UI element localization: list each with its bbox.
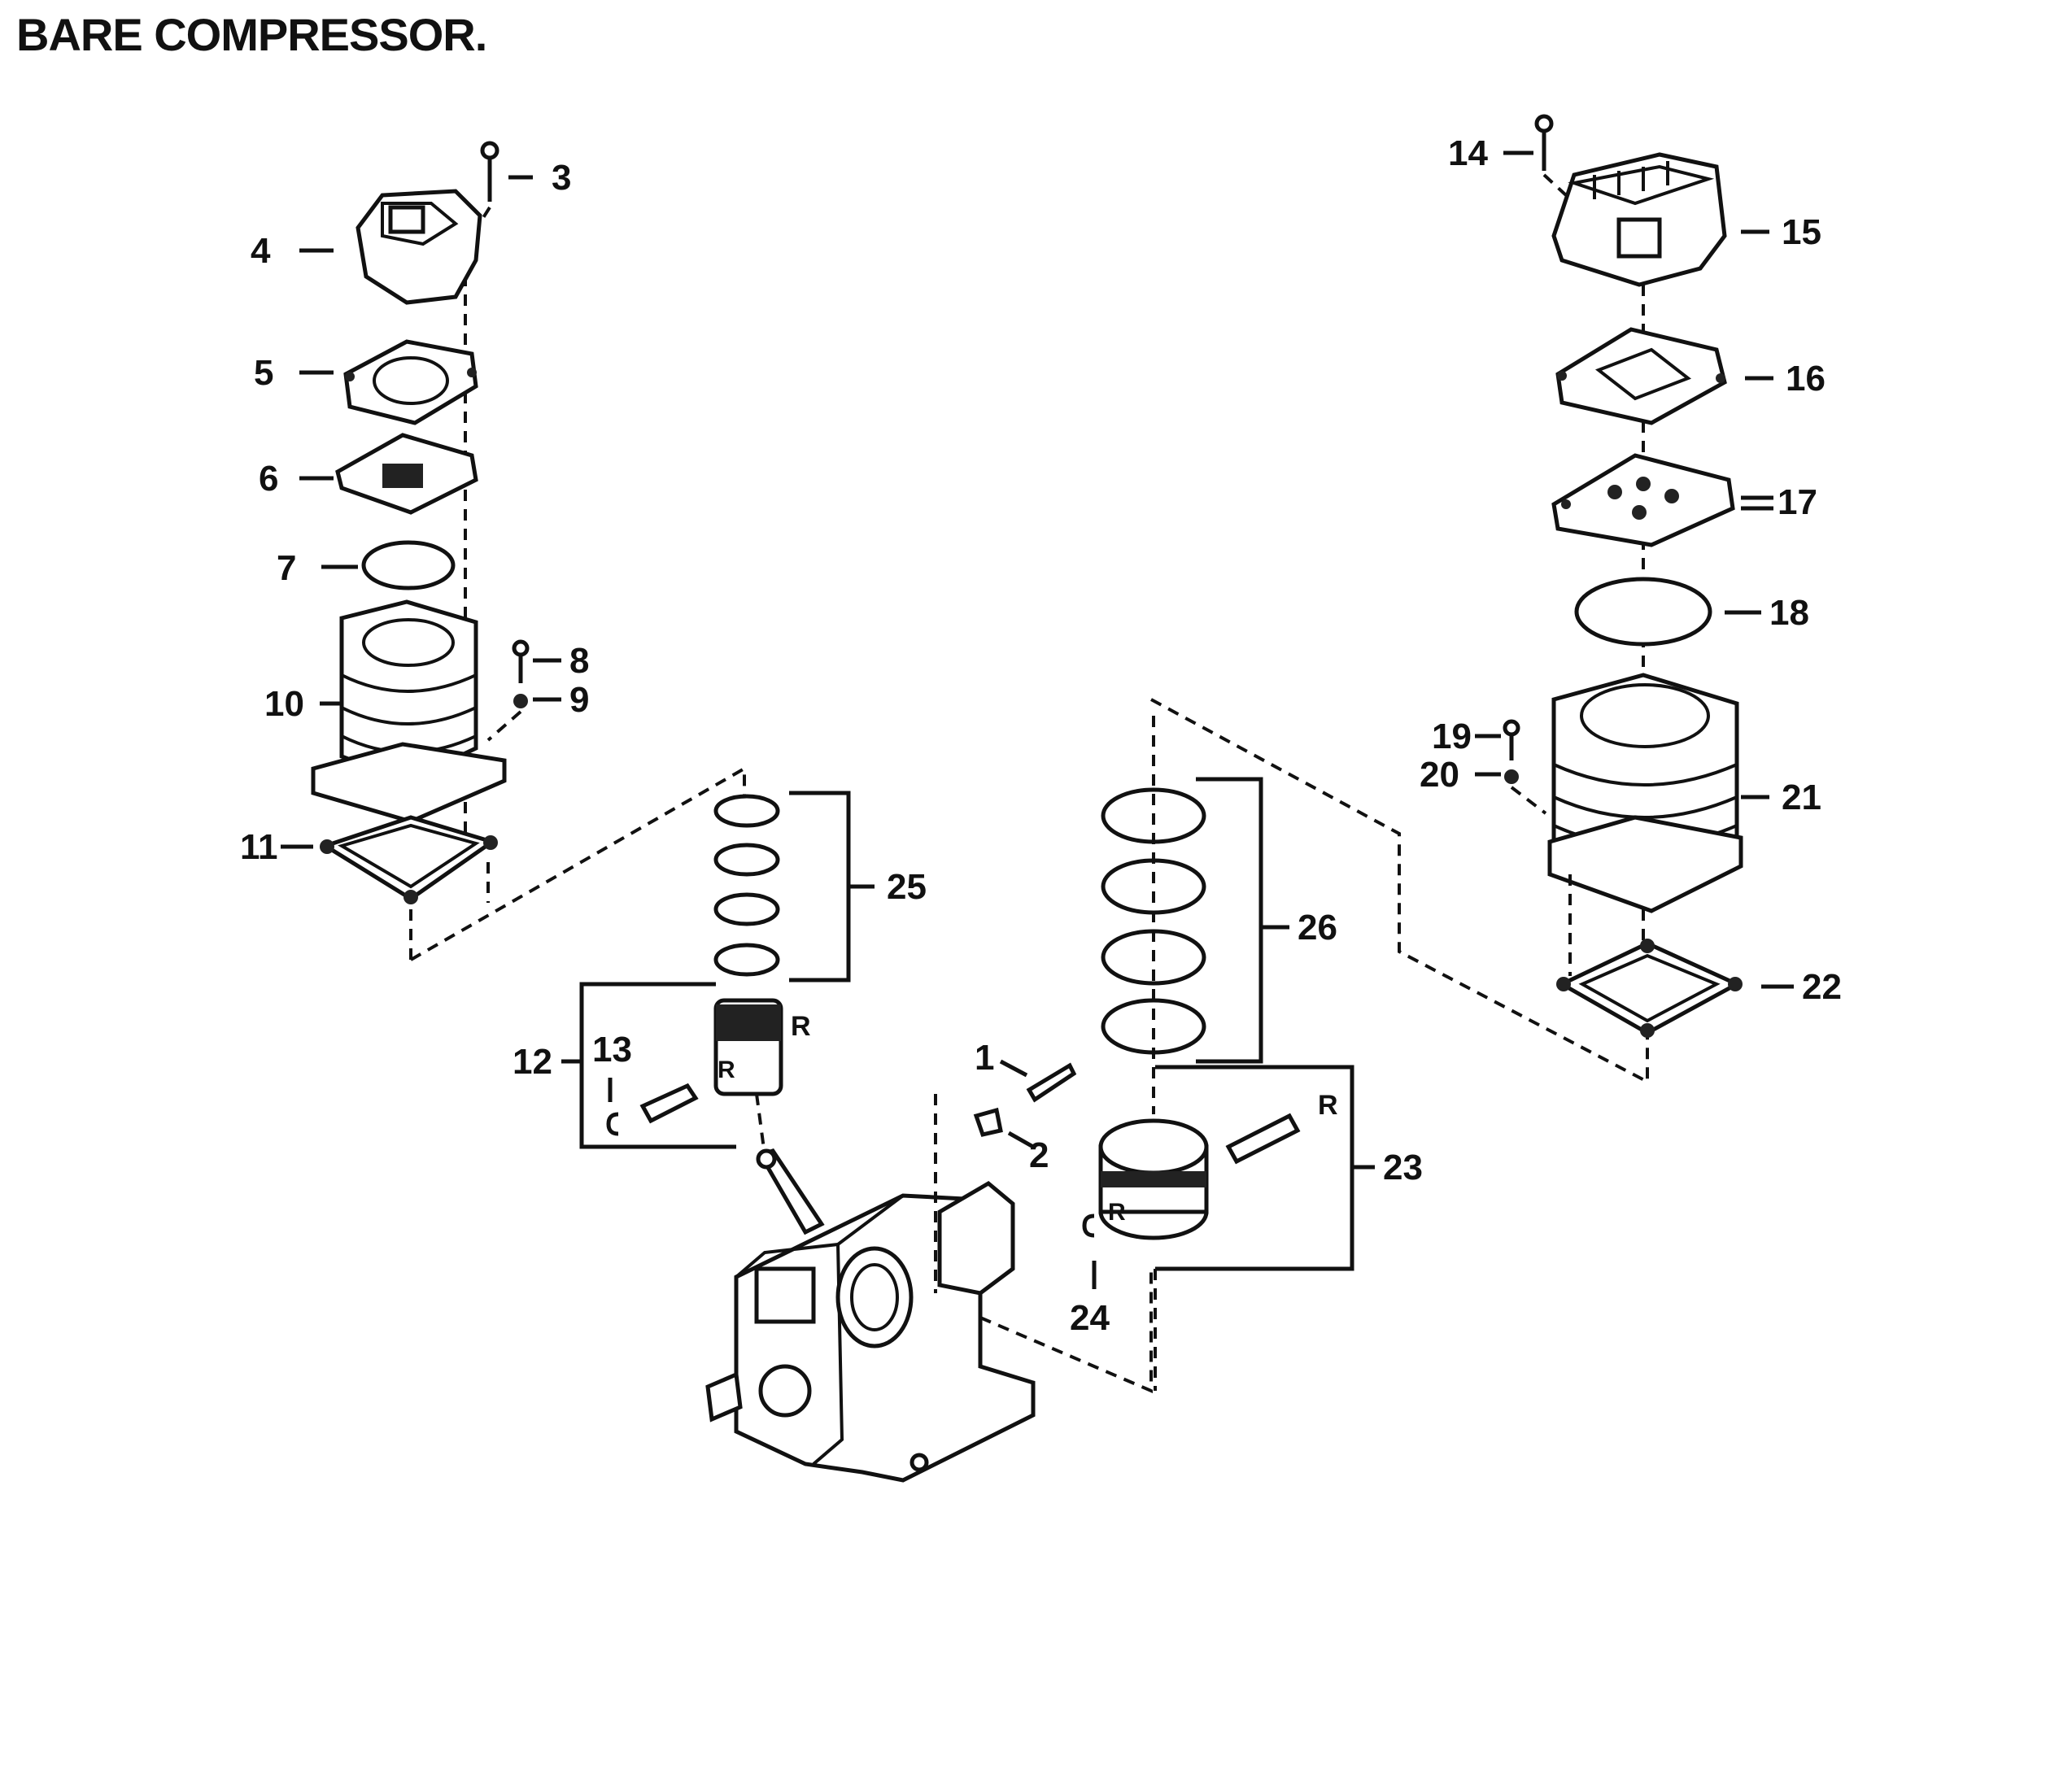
cylinder-part-10 — [311, 599, 507, 824]
piston-ring-set-part-25 — [713, 791, 875, 982]
callout-26: 26 — [1298, 908, 1337, 948]
mark-r-left-ring: R — [718, 1057, 735, 1083]
diagram-title: BARE COMPRESSOR. — [16, 9, 487, 60]
callout-25: 25 — [887, 867, 927, 907]
connecting-rod — [756, 1148, 825, 1235]
callout-20: 20 — [1420, 755, 1459, 795]
valve-plate-part-17 — [1551, 453, 1735, 547]
callout-labels: 1 2 3 4 5 6 7 8 9 10 11 12 13 14 15 16 1… — [240, 133, 1842, 1338]
callout-8: 8 — [569, 641, 589, 681]
piston-assembly-part-12 — [561, 982, 783, 1156]
callout-6: 6 — [259, 459, 278, 499]
fitting-part-2 — [973, 1107, 1035, 1149]
mark-r-right-piston: R — [1108, 1199, 1126, 1226]
callout-5: 5 — [254, 353, 273, 393]
screw-part-14 — [1534, 114, 1554, 171]
callout-13: 13 — [592, 1030, 632, 1070]
cylinder-part-21 — [1547, 673, 1743, 913]
right-cylinder-assembly — [1475, 114, 1794, 1038]
callout-11: 11 — [240, 827, 278, 867]
base-gasket-part-11 — [320, 815, 498, 904]
callout-3: 3 — [552, 158, 571, 198]
screw-part-8 — [512, 639, 530, 683]
callout-9: 9 — [569, 680, 589, 720]
crankcase — [705, 1180, 1036, 1483]
right-assembly-boundary — [1150, 698, 1649, 1085]
callout-14: 14 — [1448, 133, 1488, 173]
callout-4: 4 — [251, 231, 271, 271]
piston-assembly-part-23 — [1082, 716, 1375, 1391]
callout-12: 12 — [513, 1042, 552, 1082]
callout-1: 1 — [975, 1038, 994, 1078]
cylinder-gasket-part-18 — [1574, 577, 1712, 647]
screw-part-19 — [1503, 719, 1520, 760]
cylinder-head-part-15 — [1551, 152, 1727, 287]
callout-23: 23 — [1383, 1148, 1423, 1187]
crank-dashed-path — [934, 1094, 1153, 1394]
washer-part-9 — [513, 694, 528, 708]
bolt-part-1 — [999, 1059, 1077, 1103]
callout-18: 18 — [1769, 593, 1809, 633]
valve-plate-gasket-part-5 — [343, 339, 478, 425]
callout-10: 10 — [264, 684, 304, 724]
left-cylinder-assembly — [281, 141, 561, 904]
callout-7: 7 — [277, 548, 296, 588]
callout-17: 17 — [1778, 482, 1817, 522]
screw-part-3 — [480, 141, 499, 202]
callout-24: 24 — [1070, 1298, 1110, 1338]
callout-21: 21 — [1782, 778, 1821, 817]
mark-r-right-pin: R — [1318, 1090, 1338, 1121]
cylinder-head-part-4 — [356, 189, 482, 305]
valve-plate-part-6 — [335, 433, 478, 515]
valve-plate-gasket-part-16 — [1555, 327, 1727, 425]
piston-ring-set-part-26 — [1101, 777, 1289, 1064]
cylinder-gasket-part-7 — [361, 540, 456, 590]
base-gasket-part-22 — [1556, 939, 1743, 1038]
washer-part-20 — [1504, 769, 1519, 784]
mark-r-left-piston: R — [791, 1011, 811, 1042]
callout-15: 15 — [1782, 212, 1821, 252]
callout-2: 2 — [1029, 1135, 1049, 1175]
callout-19: 19 — [1432, 717, 1472, 756]
callout-22: 22 — [1802, 967, 1842, 1007]
callout-16: 16 — [1786, 359, 1826, 399]
